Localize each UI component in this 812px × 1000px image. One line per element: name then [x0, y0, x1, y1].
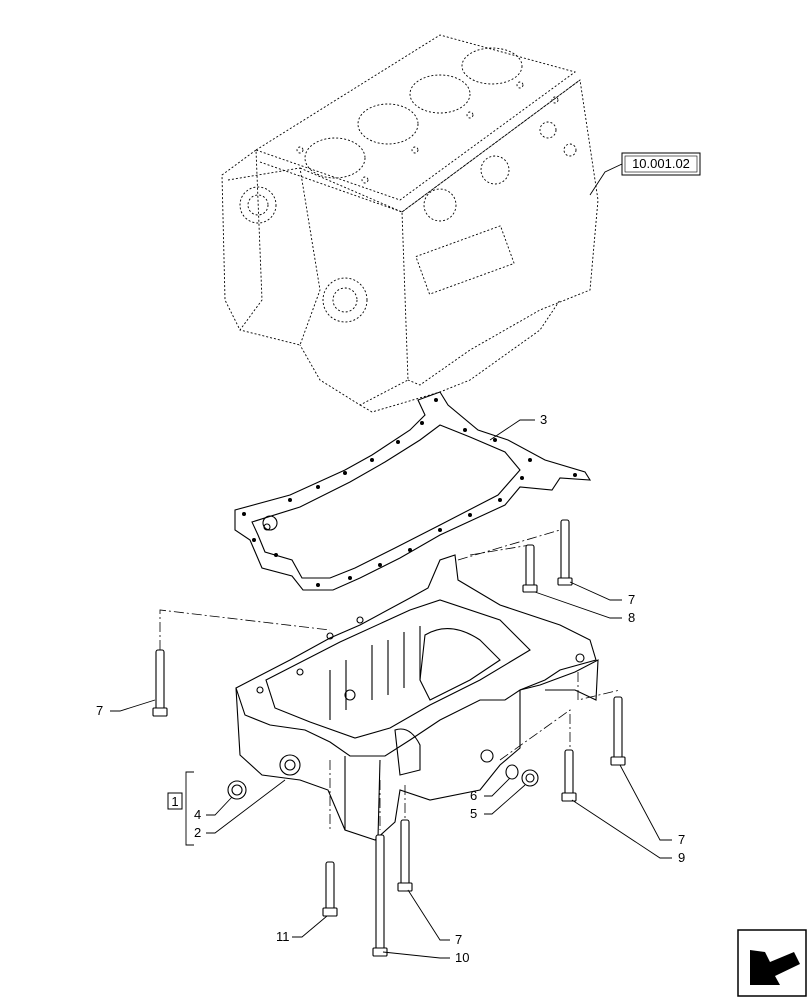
alignment-lines: [159, 529, 621, 830]
callout-7-right: 7: [619, 764, 685, 847]
svg-text:6: 6: [470, 788, 477, 803]
reference-text: 10.001.02: [632, 156, 690, 171]
bolt-bottom-11: [322, 861, 338, 917]
callout-6: 6: [470, 777, 511, 803]
callout-7-left: 7: [96, 699, 156, 718]
bolt-right-short: [561, 749, 577, 802]
callout-5: 5: [470, 784, 526, 821]
callout-11: 11: [276, 915, 328, 944]
svg-text:8: 8: [628, 610, 635, 625]
arrow-return-icon[interactable]: [737, 929, 807, 997]
bolt-bottom-7: [397, 819, 413, 892]
oil-pan-gasket: [234, 391, 592, 591]
callout-7-bottom: 7: [407, 889, 462, 947]
group-bracket: 1: [167, 771, 194, 846]
callout-4: 4: [194, 796, 233, 822]
svg-text:4: 4: [194, 807, 201, 822]
bolt-left: [152, 649, 168, 717]
callout-2: 2: [194, 779, 286, 840]
callout-9: 9: [571, 799, 685, 865]
callout-8: 8: [534, 591, 635, 625]
svg-text:7: 7: [628, 592, 635, 607]
svg-text:2: 2: [194, 825, 201, 840]
drain-plug-4: [227, 780, 247, 800]
svg-text:11: 11: [276, 929, 290, 944]
reference-box[interactable]: 10.001.02: [589, 152, 701, 196]
washer-6: [505, 764, 519, 780]
bolt-bottom-10: [372, 834, 388, 957]
oil-pan: [235, 554, 599, 841]
callout-7-top: 7: [569, 581, 635, 607]
svg-text:7: 7: [96, 703, 103, 718]
svg-text:5: 5: [470, 806, 477, 821]
bolt-top-right-1: [557, 519, 573, 586]
callout-3: 3: [489, 412, 547, 441]
engine-block-phantom: [221, 34, 599, 413]
svg-text:7: 7: [455, 932, 462, 947]
callout-10: 10: [382, 950, 469, 965]
bolt-top-right-2: [522, 544, 538, 593]
svg-text:10: 10: [455, 950, 469, 965]
svg-text:9: 9: [678, 850, 685, 865]
svg-text:3: 3: [540, 412, 547, 427]
svg-text:1: 1: [171, 794, 178, 809]
bolt-right-tall: [610, 696, 626, 766]
plug-5: [521, 769, 539, 787]
svg-text:7: 7: [678, 832, 685, 847]
